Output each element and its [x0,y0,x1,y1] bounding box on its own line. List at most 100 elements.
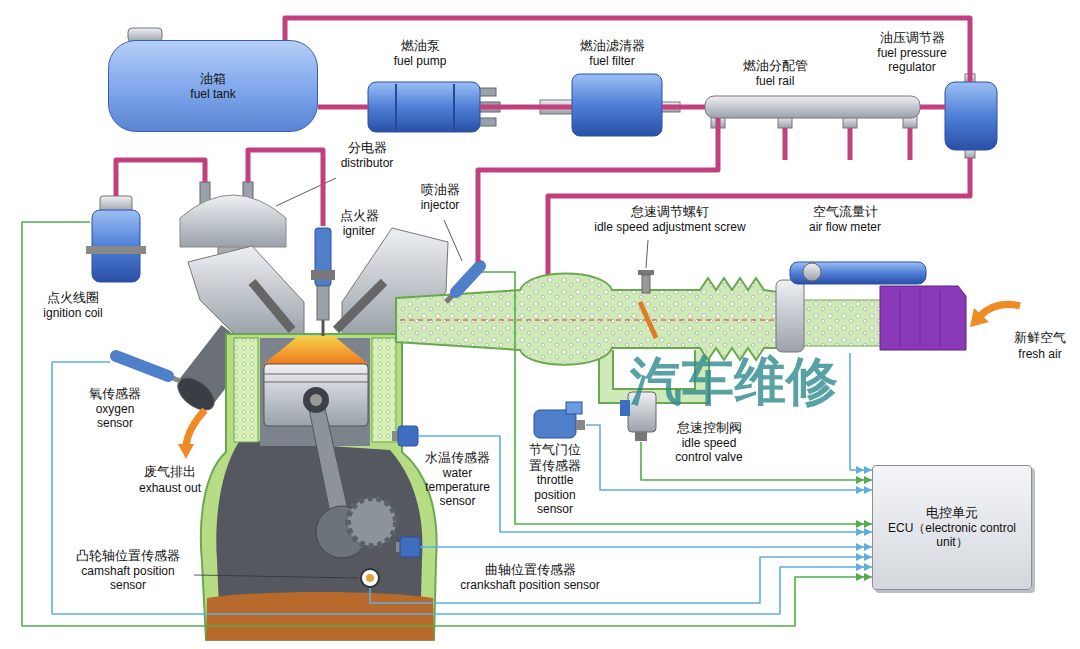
exhaust-pipe [178,444,194,459]
label-group: 怠速控制阀idle speed control valve [664,420,754,464]
label-group: 凸轮轴位置传感器camshaft position sensor [64,548,192,592]
part-label: fuel pressure regulator [862,46,962,75]
fuel-pump-body [453,84,455,130]
leader-lines [646,240,648,268]
label-group: 喷油器injector [410,182,470,212]
fuel-line [920,105,945,110]
part-label: 怠速控制阀 [664,420,754,436]
part-label: 油压调节器 [862,30,962,46]
part-label: 点火线圈 [28,290,118,306]
part-label: 怠速调节螺钉 [580,204,760,220]
cylinder-head [188,246,304,336]
fuel-pump-body [478,118,496,126]
idle-screw-body [638,270,654,293]
part-label: 燃油分配管 [720,58,830,74]
part-label: igniter [334,224,384,238]
idle-valve-body [620,400,630,416]
fuel-rail-body [848,128,853,160]
label-group: 曲轴位置传感器crankshaft position sensor [445,562,615,592]
camshaft-sensor: 凸轮轴位置传感器camshaft position sensor [360,568,380,588]
fuel-line [480,105,572,110]
crankshaft-sensor: 曲轴位置传感器crankshaft position sensor [396,536,420,558]
spark-plug [311,228,335,320]
signal-wire [482,272,872,524]
igniter: 点火器igniter [313,226,333,320]
label-group: 水温传感器water temperature sensor [420,450,495,509]
fuel-pump-body [478,88,496,96]
part-label: idle speed control valve [664,436,754,465]
part-label: throttle position sensor [522,473,588,516]
distributor-body [180,195,286,247]
intake-manifold [640,302,656,338]
label-group: 节气门位 置传感器throttle position sensor [522,442,588,516]
oxygen-sensor-body [116,356,180,381]
part-label: ignition coil [28,306,118,320]
water-temp-sensor: 水温传感器water temperature sensor [396,424,418,448]
throttle-sensor-body [576,420,585,430]
air-flow-meter-body [900,290,901,346]
label-group: 怠速调节螺钉idle speed adjustment screw [580,204,760,234]
air-flow-meter-body [776,262,966,352]
fuel-rail-body [705,96,920,160]
flow-label: exhaust out [130,481,210,495]
throttle-position-sensor: 节气门位 置传感器throttle position sensor [530,403,586,440]
part-label: fuel tank [190,87,235,101]
fuel-pump-body [395,84,397,130]
air-flow-meter-body [776,280,804,352]
oxygen-sensor: 氧传感器oxygen sensor [110,350,166,380]
part-label: fuel filter [557,54,667,68]
sensor-bodies [366,574,374,582]
sensor-bodies [361,569,379,587]
pressure-regulator-body [548,74,997,282]
part-label: 曲轴位置传感器 [445,562,615,578]
label-group: 燃油分配管fuel rail [720,58,830,88]
part-label: camshaft position sensor [64,564,192,593]
fuel-pump: 燃油泵fuel pump [368,82,480,132]
flow-label: 废气排出 [130,464,210,480]
flow-label: fresh air [1003,347,1077,361]
oxygen-sensor-body [116,356,168,376]
engine-block [303,387,329,413]
leader-lines [444,220,462,261]
part-label: fuel rail [720,74,830,88]
leader-lines [194,575,358,578]
fuel-tank: 油箱fuel tank [108,40,318,132]
part-label: ECU（electronic control unit） [881,521,1023,550]
label-group: 空气流量计air flow meter [785,204,905,234]
intake-manifold [400,320,778,321]
engine-block [264,382,368,383]
exhaust-pipe [186,410,205,446]
flow-label: 新鲜空气 [1003,330,1077,346]
fuel-rail-body [783,128,788,160]
part-label: 空气流量计 [785,204,905,220]
pressure-regulator: 油压调节器fuel pressure regulator [945,82,997,150]
part-label: 燃油泵 [370,38,470,54]
engine-block [206,592,434,640]
engine-block [264,374,368,375]
air-flow-meter-body [790,262,926,284]
fuel-line [478,118,718,262]
fuel-pump-body [368,82,480,132]
sensor-bodies [361,426,420,587]
engine-block [322,318,325,336]
pressure-regulator-body [945,82,997,150]
injector-body [446,266,480,302]
idle-adjust-screw: 怠速调节螺钉idle speed adjustment screw [638,270,654,294]
fresh-air-arrow [980,304,1020,316]
part-label: 分电器 [332,140,402,156]
label-group: 燃油泵fuel pump [370,38,470,68]
label-group: 燃油滤清器fuel filter [557,38,667,68]
fuel-filter: 燃油滤清器fuel filter [572,74,662,136]
leader-lines [276,178,336,206]
part-label: oxygen sensor [85,402,145,431]
fresh-air-arrow [970,308,989,327]
throttle-sensor-body [534,402,585,438]
fuel-rail-body [908,128,913,160]
label-group: 油箱fuel tank [182,71,243,101]
ignition-coil-body [86,246,146,254]
signal-wire [370,557,872,603]
engine-block [310,394,322,406]
engine-block [234,338,258,442]
